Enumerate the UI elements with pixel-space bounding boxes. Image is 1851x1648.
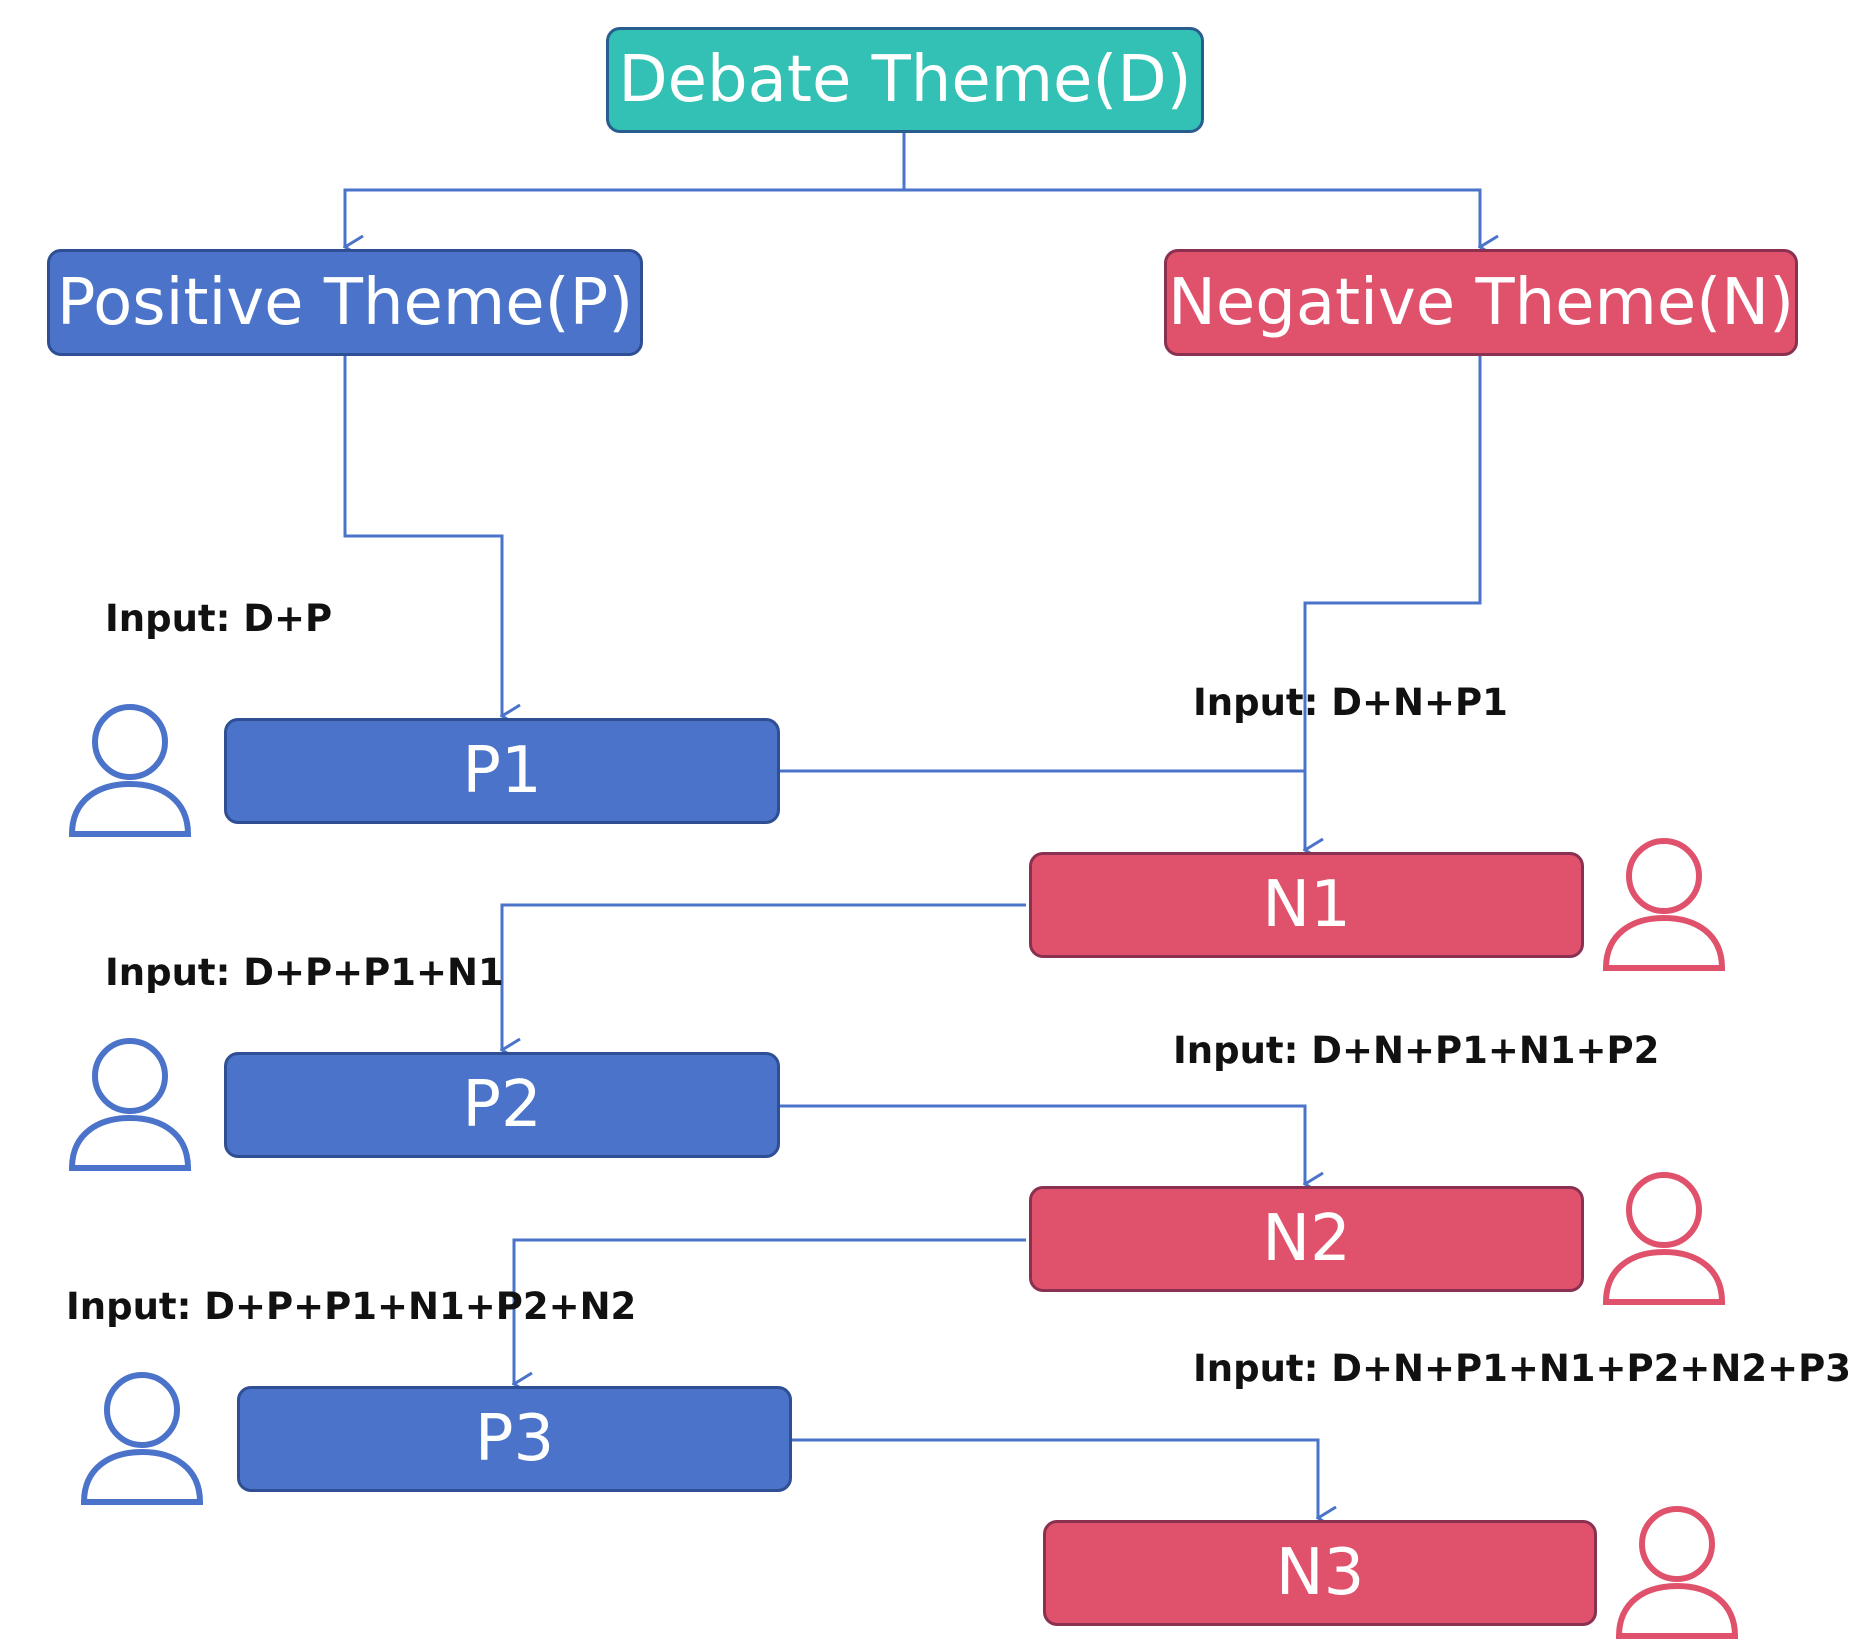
- arrow-to-negative-theme: [904, 188, 1480, 247]
- debate-theme-box: Debate Theme(D): [606, 27, 1204, 133]
- person-outline-icon: [1615, 1506, 1739, 1639]
- arrow-to-positive-theme: [345, 188, 904, 247]
- n2-box: N2: [1029, 1186, 1584, 1292]
- input-label-n2: Input: D+N+P1+N1+P2: [1173, 1029, 1660, 1072]
- input-label-p2: Input: D+P+P1+N1: [105, 951, 504, 994]
- person-outline-icon: [1602, 1172, 1726, 1305]
- input-label-n3: Input: D+N+P1+N1+P2+N2+P3: [1193, 1347, 1851, 1390]
- p2-box: P2: [224, 1052, 780, 1158]
- n1-box: N1: [1029, 852, 1584, 958]
- arrow-n1-to-p2: [502, 903, 1026, 1050]
- arrow-n2-to-p3: [514, 1238, 1026, 1384]
- input-label-p1: Input: D+P: [105, 597, 333, 640]
- n3-box: N3: [1043, 1520, 1597, 1626]
- arrow-negative-theme-to-n1: [1305, 356, 1482, 850]
- person-outline-icon: [80, 1372, 204, 1505]
- p3-box: P3: [237, 1386, 792, 1492]
- arrow-p2-to-n2: [780, 1104, 1305, 1184]
- input-label-n1: Input: D+N+P1: [1193, 681, 1508, 724]
- person-outline-icon: [68, 704, 192, 837]
- input-label-p3: Input: D+P+P1+N1+P2+N2: [66, 1285, 637, 1328]
- positive-theme-box: Positive Theme(P): [47, 249, 643, 356]
- negative-theme-box: Negative Theme(N): [1164, 249, 1798, 356]
- p1-box: P1: [224, 718, 780, 824]
- arrow-p3-to-n3: [792, 1438, 1318, 1518]
- person-outline-icon: [68, 1038, 192, 1171]
- arrow-positive-theme-to-p1: [343, 356, 502, 716]
- person-outline-icon: [1602, 838, 1726, 971]
